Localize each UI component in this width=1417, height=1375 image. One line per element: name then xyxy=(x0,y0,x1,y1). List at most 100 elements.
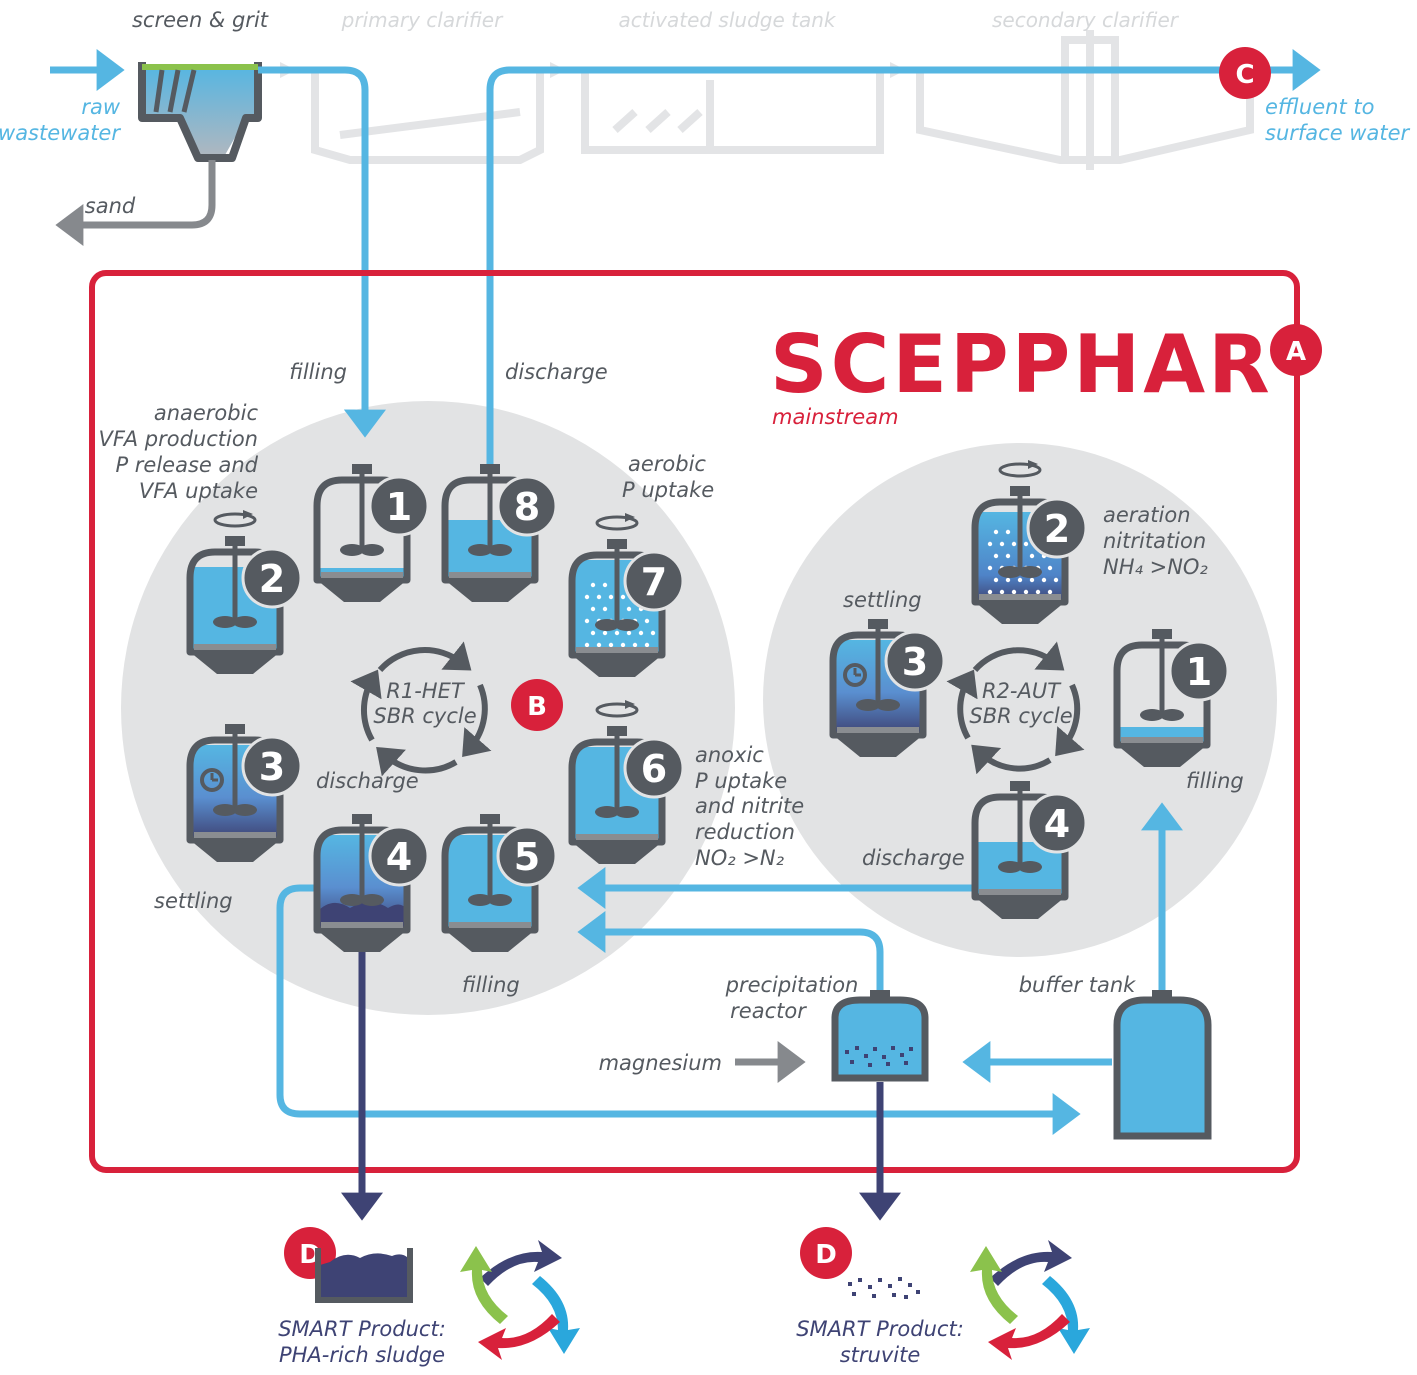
buffer-tank-icon xyxy=(1113,990,1212,1140)
r1-vessel-2: 2 xyxy=(186,510,303,674)
scepphar-title: SCEPPHAR xyxy=(770,318,1273,411)
r2-vessel-1: 1 xyxy=(1113,629,1230,767)
step-number: 1 xyxy=(1186,650,1212,694)
r1-to-buffer-pipe xyxy=(276,884,1081,1135)
svg-text:A: A xyxy=(1286,337,1306,367)
aerobic-label-1: aerobic xyxy=(628,452,706,476)
precip-label-1: precipitation xyxy=(725,973,859,997)
secondary-clarifier-icon xyxy=(916,30,1254,170)
r2-cycle-label-1: R2-AUT xyxy=(982,679,1062,703)
activated-sludge-tank-icon xyxy=(581,70,884,154)
pha-sludge-container-icon xyxy=(315,1248,413,1303)
svg-text:C: C xyxy=(1235,60,1254,90)
primary-clarifier-label: primary clarifier xyxy=(341,8,504,32)
screen-grit-icon xyxy=(138,62,262,162)
sand-label: sand xyxy=(85,194,136,218)
anoxic-label-2: P uptake xyxy=(695,769,787,793)
r1-discharge-mid-label: discharge xyxy=(316,769,419,793)
r2-discharge-label: discharge xyxy=(862,846,965,870)
anoxic-label-4: reduction xyxy=(695,820,795,844)
rotation-icon xyxy=(595,513,639,531)
r2-cycle-label-2: SBR cycle xyxy=(969,704,1072,728)
anaerobic-label-4: VFA uptake xyxy=(139,479,258,503)
secondary-clarifier-label: secondary clarifier xyxy=(992,8,1180,32)
mainstream-label: mainstream xyxy=(772,405,899,429)
anoxic-label-1: anoxic xyxy=(695,743,764,767)
r1-vessel-1: 1 xyxy=(313,464,430,602)
r1-vessel-8: 8 xyxy=(441,464,558,602)
rotation-icon xyxy=(595,700,639,718)
badge-c: C xyxy=(1219,47,1271,99)
magnesium-label: magnesium xyxy=(599,1051,722,1075)
r1-vessel-4: 4 xyxy=(313,814,430,952)
r1-vessel-6: 6 xyxy=(568,700,685,864)
r1-vessel-7: 7 xyxy=(568,513,685,677)
aeration-label-2: nitritation xyxy=(1103,529,1206,553)
badge-a: A xyxy=(1270,324,1322,376)
step-number: 2 xyxy=(259,557,285,601)
r1-cycle-label-1: R1-HET xyxy=(386,679,466,703)
step-number: 2 xyxy=(1044,507,1070,551)
struvite-crystals-icon xyxy=(848,1277,920,1299)
badge-d-struvite: D xyxy=(800,1227,852,1279)
precip-label-2: reactor xyxy=(730,999,807,1023)
step-number: 4 xyxy=(386,835,412,879)
anaerobic-label-3: P release and xyxy=(115,453,258,477)
pha-product-label-2: PHA-rich sludge xyxy=(279,1343,445,1367)
r2-filling-label: filling xyxy=(1186,769,1244,793)
effluent-pipe xyxy=(486,49,1321,470)
smart-logo-icon xyxy=(970,1240,1090,1360)
r2-settling-label: settling xyxy=(843,588,922,612)
rotation-icon xyxy=(213,510,257,528)
step-number: 3 xyxy=(902,640,928,684)
nitrite-formula: NO₂ >N₂ xyxy=(695,846,785,870)
clock-icon xyxy=(200,768,224,792)
svg-text:B: B xyxy=(527,692,547,722)
filling-pipe xyxy=(258,66,386,438)
step-number: 5 xyxy=(514,835,540,879)
step-number: 6 xyxy=(641,747,667,791)
r1-filling-top-label: filling xyxy=(289,360,347,384)
r2-cycle-arrows xyxy=(946,641,1085,775)
r2-vessel-2: 2 xyxy=(971,460,1088,624)
buffer-tank-label: buffer tank xyxy=(1019,973,1136,997)
scepphar-frame xyxy=(89,270,1300,1173)
badge-b: B xyxy=(511,679,563,731)
struvite-product-label-1: SMART Product: xyxy=(796,1317,964,1341)
r2-vessel-3: 3 xyxy=(829,619,946,757)
r1-vessel-3: 3 xyxy=(186,724,303,862)
precipitation-reactor-icon xyxy=(831,990,929,1082)
ammonium-formula: NH₄ >NO₂ xyxy=(1103,555,1208,579)
screen-grit-label: screen & grit xyxy=(132,8,269,32)
step-number: 3 xyxy=(259,745,285,789)
precip-to-r1-pipe xyxy=(577,911,884,995)
r1-cycle-arrows xyxy=(350,641,492,777)
step-number: 4 xyxy=(1044,802,1070,846)
aeration-label-1: aeration xyxy=(1103,503,1191,527)
step-number: 8 xyxy=(514,485,540,529)
pha-product-label-1: SMART Product: xyxy=(278,1317,446,1341)
activated-sludge-tank-label: activated sludge tank xyxy=(618,8,836,32)
r1-settling-label: settling xyxy=(154,889,233,913)
clock-icon xyxy=(843,663,867,687)
anaerobic-label-1: anaerobic xyxy=(154,401,259,425)
primary-clarifier-icon xyxy=(311,70,544,164)
struvite-product-label-2: struvite xyxy=(840,1343,921,1367)
svg-text:D: D xyxy=(815,1240,837,1270)
sand-outlet-arrow xyxy=(55,160,216,246)
r1-cycle-label-2: SBR cycle xyxy=(373,704,476,728)
r1-discharge-top-label: discharge xyxy=(505,360,608,384)
rotation-icon xyxy=(998,460,1042,478)
step-number: 7 xyxy=(641,560,667,604)
anoxic-label-3: and nitrite xyxy=(695,794,804,818)
anaerobic-label-2: VFA production xyxy=(99,427,258,451)
r1-filling-bottom-label: filling xyxy=(462,973,520,997)
r1-vessel-5: 5 xyxy=(441,814,558,952)
aerobic-label-2: P uptake xyxy=(622,478,714,502)
raw-label-line2: wastewater xyxy=(0,121,121,145)
smart-logo-icon xyxy=(460,1240,580,1360)
r2-vessel-4: 4 xyxy=(971,781,1088,919)
raw-label-line1: raw xyxy=(81,95,121,119)
